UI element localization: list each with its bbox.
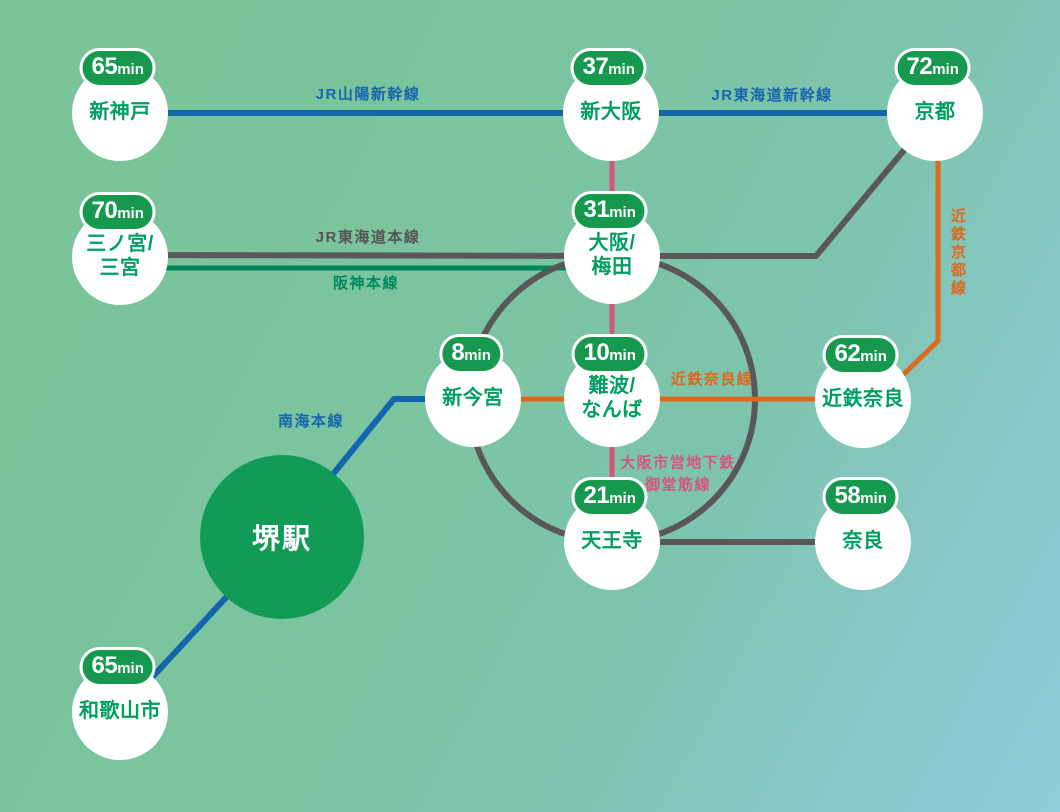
station-name: 和歌山市 <box>79 700 161 723</box>
station-name: 難波/ なんば <box>581 375 643 421</box>
station-name: 三ノ宮/ 三宮 <box>86 233 154 279</box>
station-name: 新今宮 <box>442 387 504 410</box>
rail-nankai-main-line <box>117 396 450 715</box>
station-name: 新大阪 <box>580 101 642 124</box>
label-nankai-main-line: 南海本線 <box>277 413 345 431</box>
station-name: 奈良 <box>842 530 884 553</box>
origin-station-sakai: 堺駅 <box>200 455 364 619</box>
label-midosuji-subway-line: 大阪市営地下鉄 御堂筋線 <box>620 454 736 493</box>
station-name: 天王寺 <box>581 530 643 553</box>
station-name: 近鉄奈良 <box>822 388 904 411</box>
label-kintetsu-kyoto-line: 近鉄京都線 <box>948 208 966 298</box>
origin-station-name: 堺駅 <box>251 523 312 554</box>
rail-jr-tokaido-main-line <box>119 111 938 259</box>
station-name: 京都 <box>914 101 956 124</box>
station-name: 新神戸 <box>89 101 151 124</box>
label-jr-sanyo-shinkansen: JR山陽新幹線 <box>315 86 421 104</box>
label-jr-tokaido-shinkansen: JR東海道新幹線 <box>711 87 833 105</box>
label-kintetsu-nara-line: 近鉄奈良線 <box>670 371 754 389</box>
station-name: 大阪/ 梅田 <box>588 232 636 278</box>
label-hanshin-main-line: 阪神本線 <box>332 275 400 293</box>
label-jr-tokaido-main-line: JR東海道本線 <box>315 229 421 247</box>
